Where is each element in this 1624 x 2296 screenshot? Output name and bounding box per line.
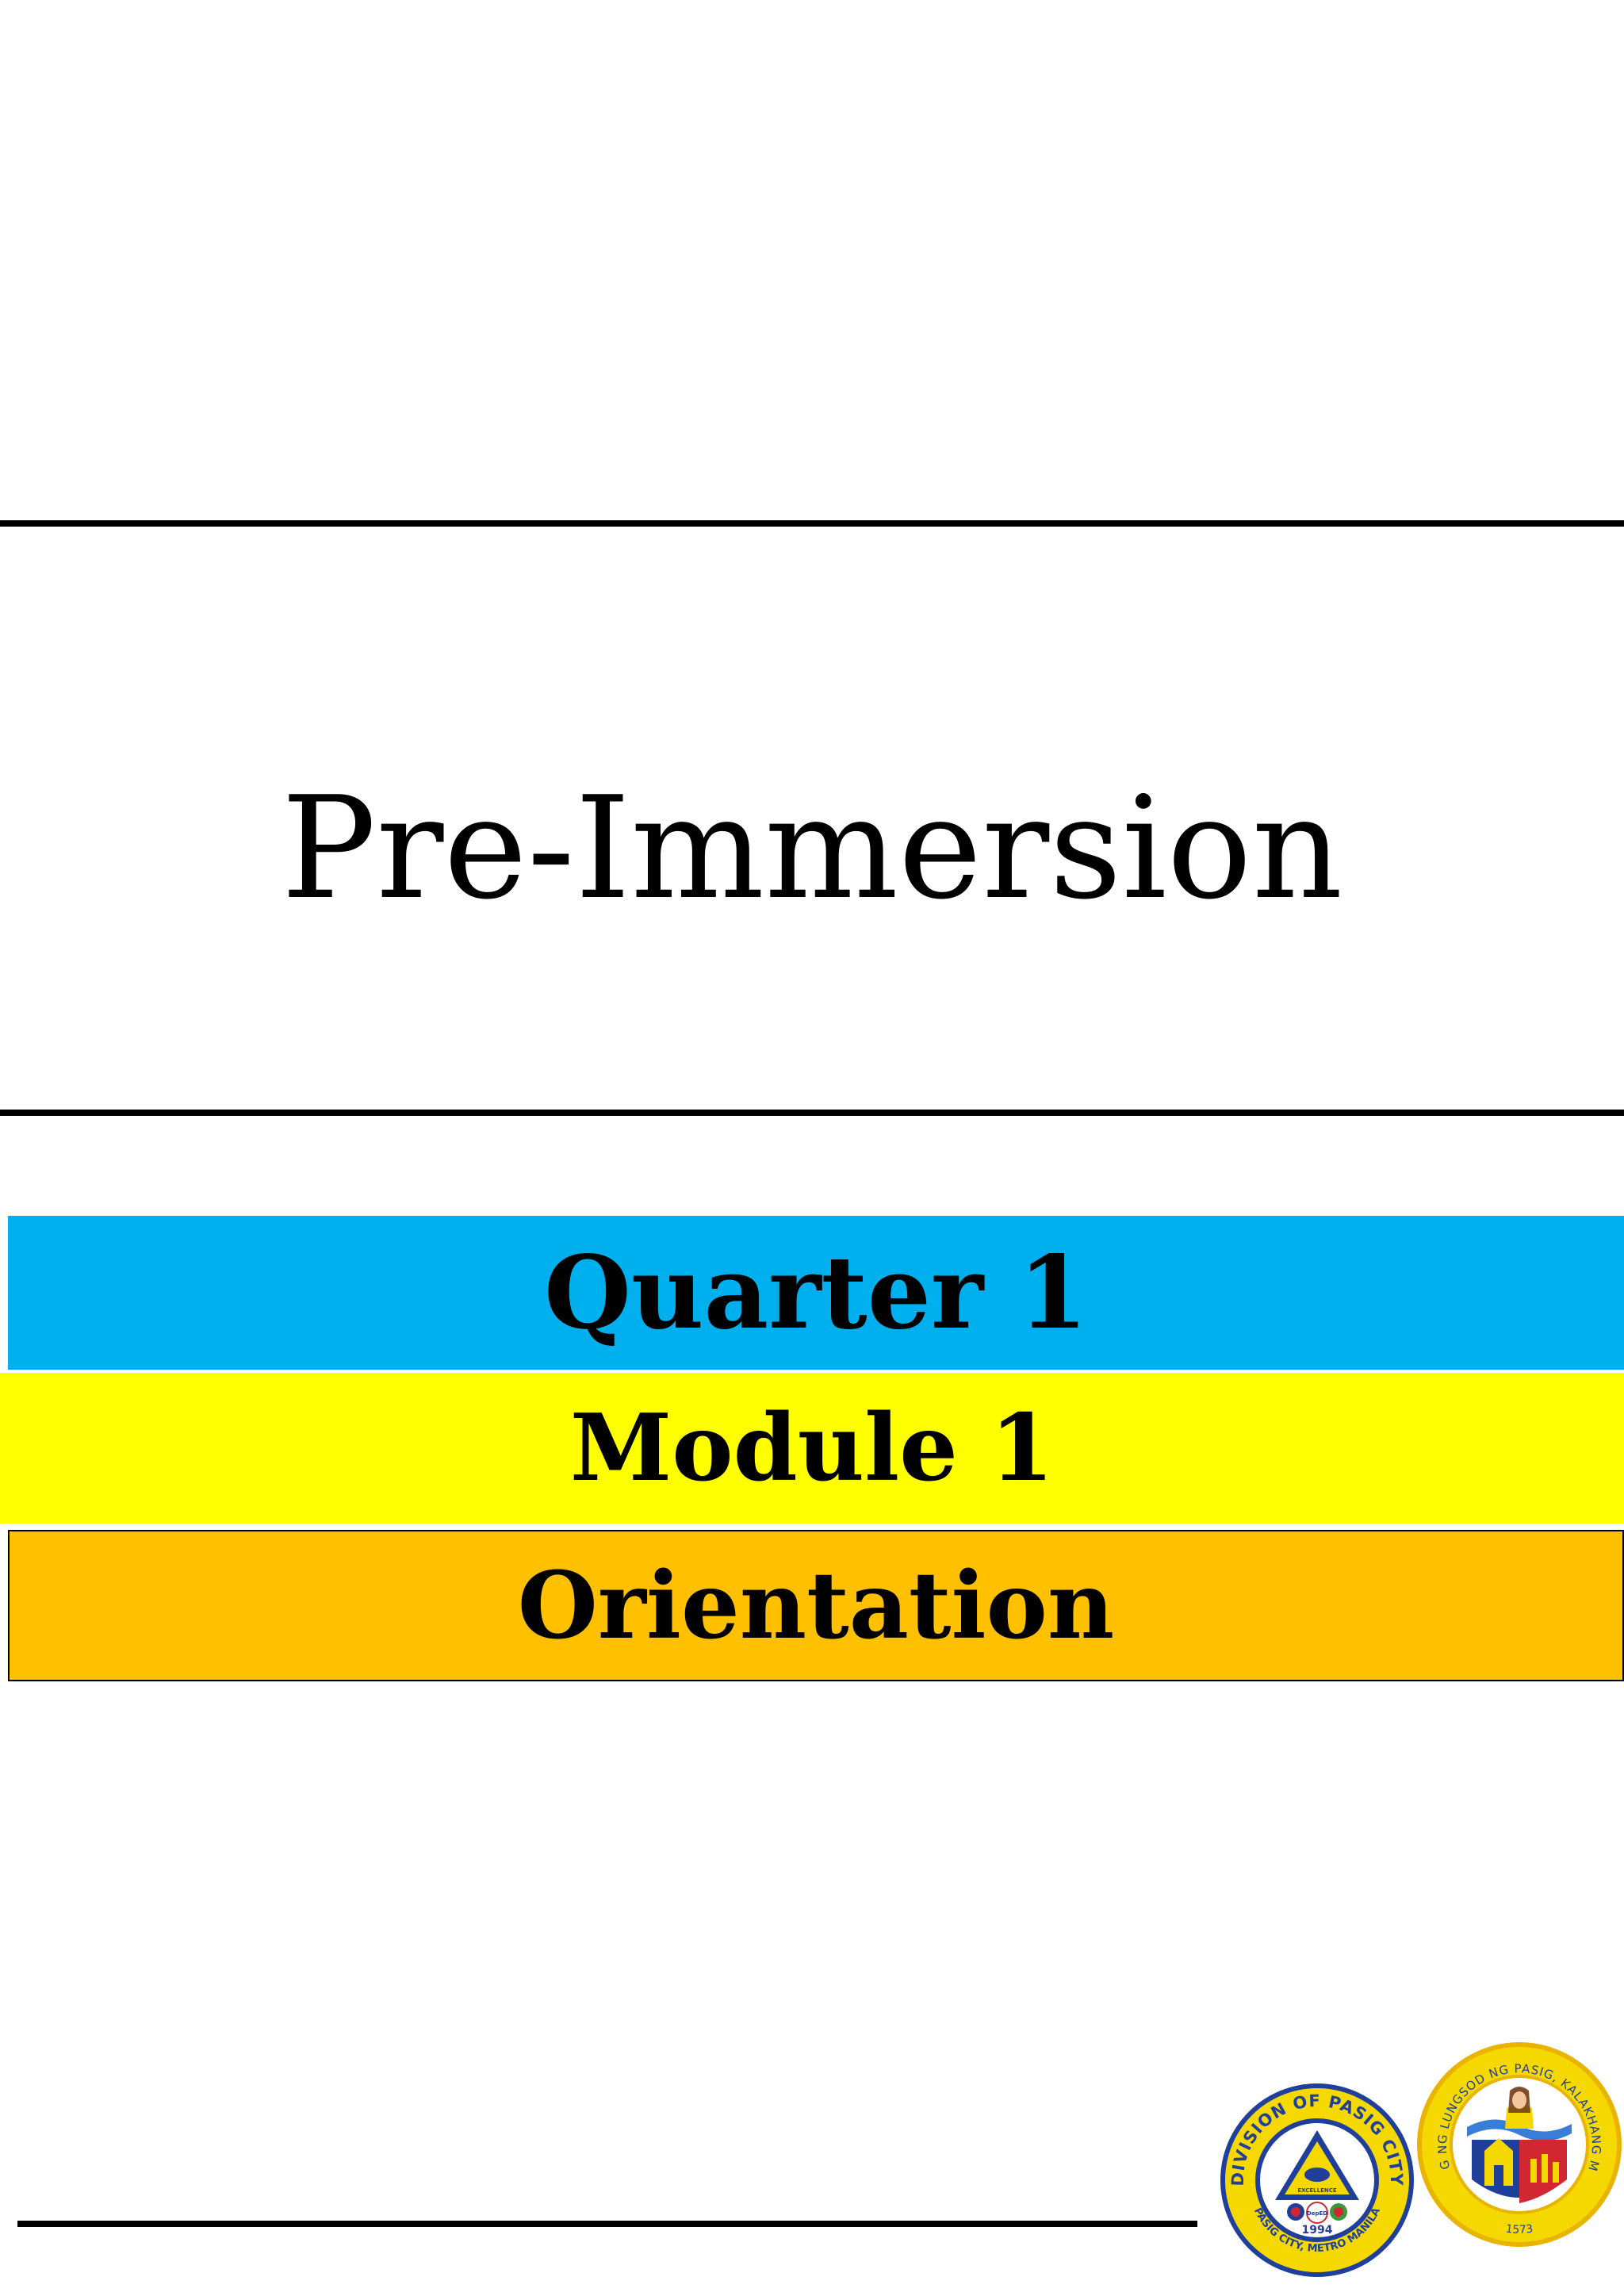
module-band: Module 1: [0, 1373, 1624, 1524]
division-seal-badge: DepED: [1307, 2210, 1327, 2217]
svg-text:1573: 1573: [1505, 2223, 1534, 2237]
city-seal-year: 1573: [1505, 2223, 1534, 2237]
module-title: Pre-Immersion: [281, 766, 1343, 930]
middle-rule: [0, 1110, 1624, 1116]
quarter-label: Quarter 1: [544, 1234, 1088, 1351]
division-seal-motto: EXCELLENCE: [1297, 2187, 1337, 2194]
topic-band: Orientation: [8, 1530, 1624, 1681]
city-seal-icon: SAGISAG NG LUNGSOD NG PASIG, KALAKHANG M…: [1415, 2040, 1622, 2247]
division-seal-year: 1994: [1302, 2224, 1333, 2237]
bottom-rule: [17, 2221, 1197, 2227]
division-seal-icon: DIVISION OF PASIG CITY PASIG CITY, METRO…: [1220, 2083, 1414, 2277]
topic-label: Orientation: [517, 1551, 1115, 1660]
top-rule: [0, 520, 1624, 527]
module-label: Module 1: [569, 1394, 1055, 1502]
quarter-band: Quarter 1: [8, 1216, 1624, 1370]
